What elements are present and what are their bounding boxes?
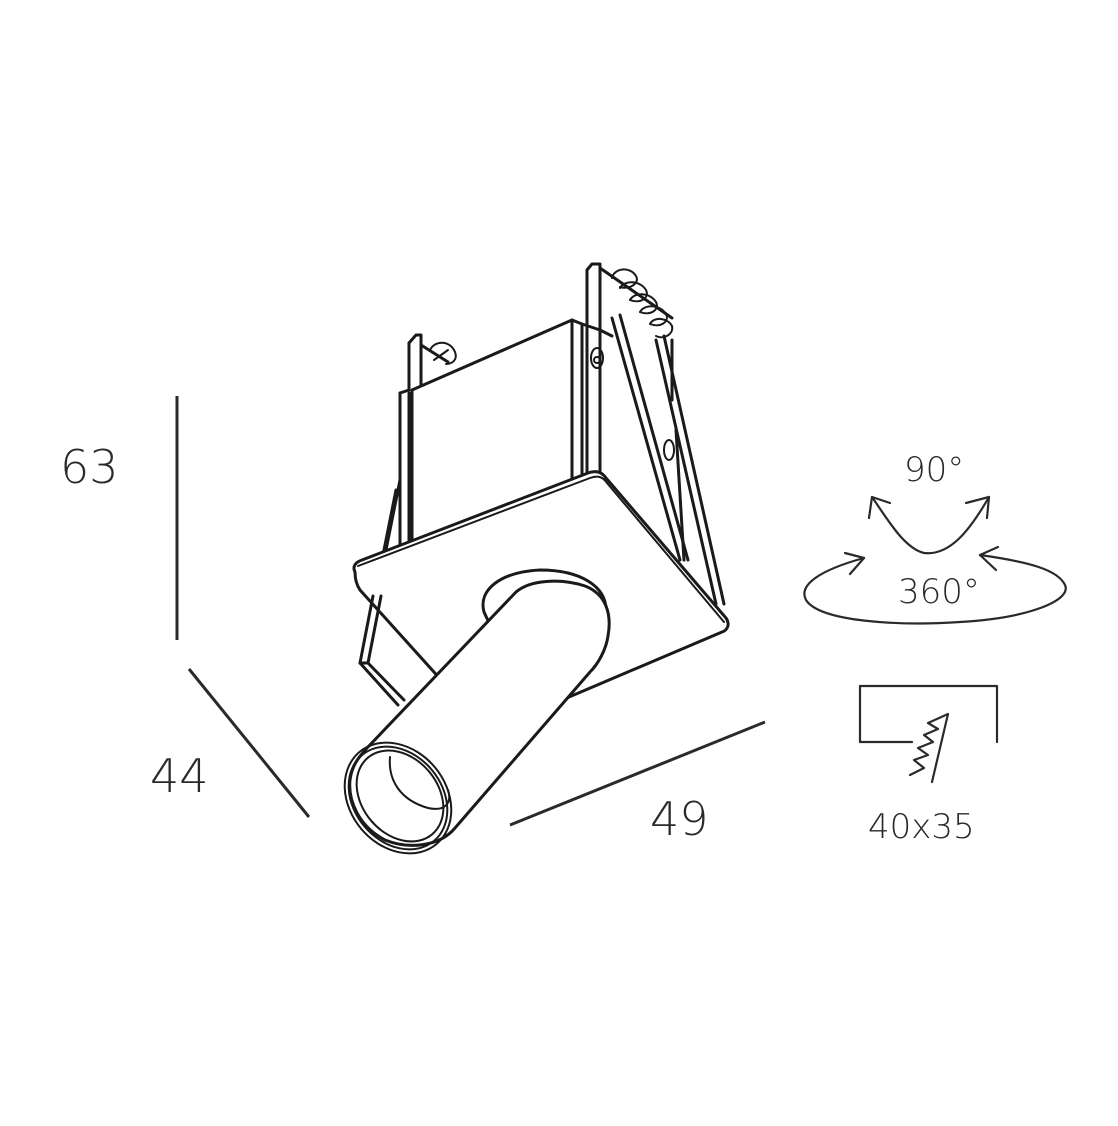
width-label: 49 — [650, 792, 709, 846]
screw-icon — [663, 439, 675, 461]
lens-icon — [388, 756, 451, 810]
tilt-arc-icon — [870, 495, 991, 555]
right-spring-clip — [585, 262, 726, 606]
lens-rim — [343, 741, 453, 855]
saw-icon — [908, 712, 950, 784]
dimension-width: 49 — [509, 720, 766, 846]
depth-dimension-line — [187, 668, 311, 818]
depth-label: 44 — [150, 749, 209, 803]
spot-cylinder — [343, 579, 611, 855]
dimension-depth: 44 — [150, 668, 311, 818]
ceiling-cutout-icon — [858, 684, 999, 744]
cutout-symbol: 40x35 — [858, 684, 999, 847]
spotlight-illustration — [343, 262, 730, 855]
dimension-height: 63 — [60, 396, 179, 640]
height-label: 63 — [60, 440, 119, 494]
width-dimension-line — [509, 720, 766, 827]
rotation-arc-icon — [803, 553, 1067, 625]
screw-icon — [590, 347, 604, 369]
cutout-size-label: 40x35 — [868, 807, 975, 847]
tilt-angle-label: 90° — [904, 450, 964, 490]
rotation-angle-label: 360° — [898, 572, 980, 612]
adjustment-symbol: 90° 360° — [803, 450, 1067, 625]
